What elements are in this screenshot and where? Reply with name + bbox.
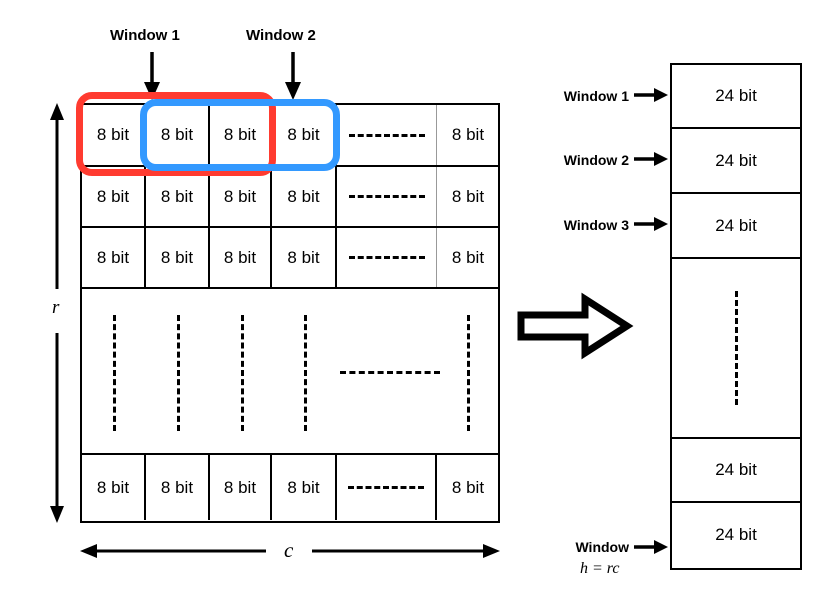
- column-axis-label: c: [284, 538, 294, 562]
- matrix-cell-ellipsis: [337, 105, 437, 165]
- column-axis-arrow: [80, 544, 500, 558]
- matrix-cell-ellipsis: [340, 371, 440, 374]
- top-label-window-2: Window 2: [246, 27, 316, 44]
- vertical-dashed-ellipsis-icon: [467, 315, 470, 431]
- output-label-window-1: Window 1: [563, 88, 629, 104]
- matrix-cell: 8 bit: [146, 228, 210, 287]
- matrix-cell: 8 bit: [272, 455, 337, 520]
- row-axis-label: r: [52, 297, 60, 318]
- matrix-cell: 8 bit: [210, 455, 272, 520]
- matrix-row: 8 bit 8 bit 8 bit 8 bit 8 bit: [82, 228, 498, 289]
- horizontal-dashed-ellipsis-icon: [340, 371, 440, 374]
- matrix-cell: 8 bit: [146, 455, 210, 520]
- window-3-right-arrow-icon: [634, 217, 668, 231]
- horizontal-dashed-ellipsis-icon: [348, 256, 425, 259]
- matrix-cell: 8 bit: [82, 228, 146, 287]
- matrix-row: 8 bit 8 bit 8 bit 8 bit 8 bit: [82, 167, 498, 228]
- matrix-cell: 8 bit: [451, 125, 485, 144]
- window-last-right-arrow-icon: [634, 540, 668, 554]
- window-2-right-arrow-icon: [634, 152, 668, 166]
- output-label-window-2: Window 2: [563, 152, 629, 168]
- output-label-window-3: Window 3: [563, 217, 629, 233]
- matrix-cell: 8 bit: [82, 167, 146, 226]
- matrix-cell: 8 bit: [210, 167, 272, 226]
- window-2-highlight-box: [140, 99, 340, 171]
- matrix-cell-ellipsis: [337, 455, 437, 520]
- matrix-cell: 8 bit: [451, 477, 485, 497]
- horizontal-dashed-ellipsis-icon: [348, 195, 425, 198]
- matrix-cell: 8 bit: [146, 167, 210, 226]
- output-row: 24 bit: [672, 439, 800, 503]
- output-label-window-last-formula: h = rc: [580, 560, 620, 577]
- window-2-down-arrow-icon: [285, 52, 301, 100]
- horizontal-dashed-ellipsis-icon: [348, 486, 424, 489]
- top-label-window-1: Window 1: [110, 27, 180, 44]
- vertical-dashed-ellipsis-icon: [113, 315, 116, 431]
- horizontal-dashed-ellipsis-icon: [348, 133, 425, 137]
- matrix-cell-ellipsis: [337, 228, 437, 287]
- matrix-row: 8 bit 8 bit 8 bit 8 bit 8 bit: [82, 455, 498, 520]
- vertical-dashed-ellipsis-icon: [177, 315, 180, 431]
- output-row-ellipsis: [672, 259, 800, 439]
- matrix-cell: 8 bit: [146, 105, 210, 165]
- window-1-highlight-box: [76, 92, 276, 176]
- window-1-right-arrow-icon: [634, 88, 668, 102]
- matrix-row-ellipsis: [82, 289, 498, 455]
- window-1-down-arrow-icon: [144, 52, 160, 100]
- output-row: 24 bit: [672, 65, 800, 129]
- matrix-cell: 8 bit: [82, 455, 146, 520]
- matrix-cell: 8 bit: [210, 228, 272, 287]
- output-row: 24 bit: [672, 129, 800, 194]
- matrix-cell: 8 bit: [451, 247, 485, 267]
- vertical-dashed-ellipsis-icon: [241, 315, 244, 431]
- block-arrow-right-icon: [517, 292, 634, 360]
- matrix-cell: 8 bit: [272, 228, 337, 287]
- matrix-cell: 8 bit: [272, 167, 337, 226]
- output-row: 24 bit: [672, 194, 800, 259]
- matrix-cell-ellipsis: [337, 167, 437, 226]
- vertical-dashed-ellipsis-icon: [304, 315, 307, 431]
- window-output-column: 24 bit 24 bit 24 bit 24 bit 24 bit: [670, 63, 802, 570]
- matrix-cell: 8 bit: [451, 186, 485, 206]
- output-row: 24 bit: [715, 525, 757, 544]
- vertical-dashed-ellipsis-icon: [734, 291, 738, 405]
- output-label-window-last: Window: [575, 539, 629, 555]
- row-axis-arrow: [50, 103, 64, 523]
